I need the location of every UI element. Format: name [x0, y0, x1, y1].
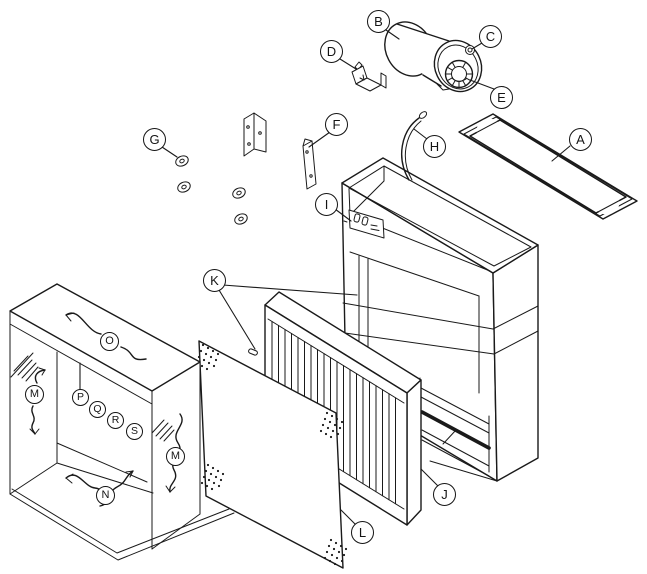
part-label-f: F [325, 113, 348, 136]
washers [175, 155, 248, 225]
part-label-e: E [490, 86, 513, 109]
part-label-a: A [569, 128, 592, 151]
mounting-bracket [351, 61, 387, 92]
part-label-i: I [315, 193, 338, 216]
part-label-h: H [423, 135, 446, 158]
louver-vent [419, 377, 491, 477]
part-label-k: K [203, 269, 226, 292]
part-label-d: D [320, 40, 343, 63]
part-label-b: B [367, 10, 390, 33]
part-label-c: C [479, 25, 502, 48]
side-plate [302, 138, 317, 190]
top-grille-panel [458, 113, 638, 220]
perforated-panel [195, 340, 348, 569]
part-label-r: R [107, 412, 124, 429]
hatch-marks [10, 352, 175, 442]
part-label-m-right: M [166, 447, 185, 466]
part-label-m-left: M [25, 385, 44, 404]
part-label-p: P [72, 389, 89, 406]
power-lead [401, 111, 428, 181]
part-label-q: Q [89, 401, 106, 418]
part-label-l: L [351, 521, 374, 544]
part-label-g: G [143, 128, 166, 151]
control-panel [343, 209, 385, 239]
motor-shaft [465, 45, 475, 55]
leader-lines [79, 29, 571, 526]
motor-opening [444, 59, 474, 89]
mounting-slot [248, 348, 258, 356]
part-label-s: S [126, 423, 143, 440]
blower-motor [384, 21, 483, 93]
corner-bracket [243, 112, 267, 157]
part-label-o: O [100, 332, 119, 351]
part-label-n: N [96, 486, 115, 505]
part-label-j: J [433, 483, 456, 506]
